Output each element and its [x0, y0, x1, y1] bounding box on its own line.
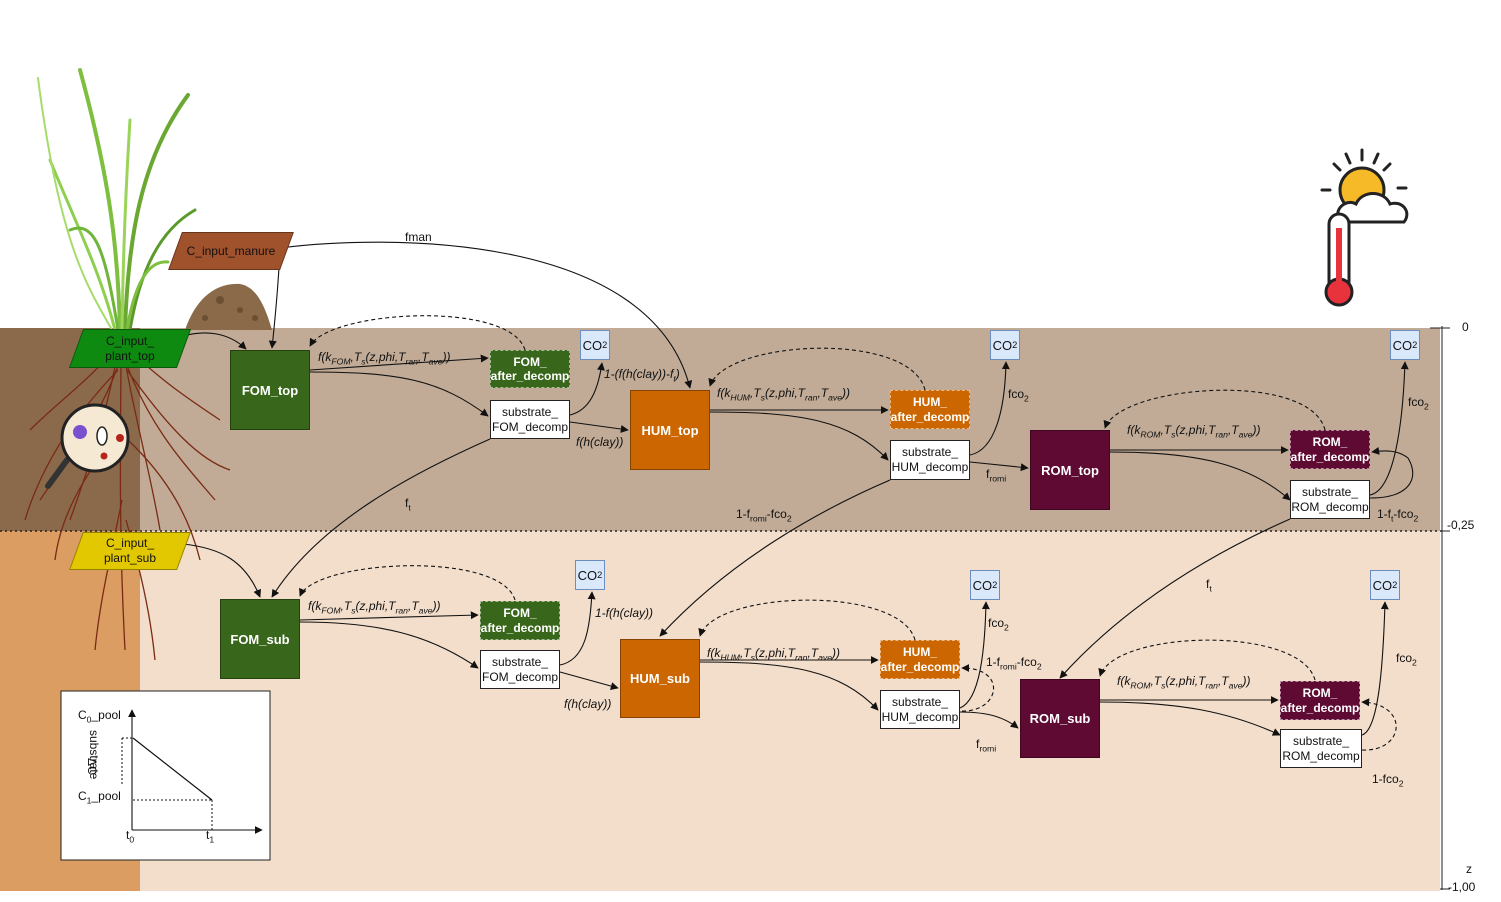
label-fco2-rom-sub: fco2 — [1396, 651, 1417, 668]
hum-sub-substrate-line1: substrate_ — [891, 694, 949, 709]
c-input-plant-sub-line2: plant_sub — [103, 551, 157, 565]
depth-tick-0: 0 — [1462, 320, 1469, 334]
c-input-plant-sub-label: C_input_ plant_sub — [76, 532, 184, 570]
fom-top-substrate-line1: substrate_ — [501, 404, 559, 419]
fom-top-after-line1: FOM_ — [513, 354, 547, 369]
depth-tick-100: -1,00 — [1448, 880, 1476, 894]
fom-top-substrate-line2: FOM_decomp — [491, 419, 569, 434]
rate-rom-top: f(kROM,Ts(z,phi,Tran,Tave)) — [1127, 423, 1261, 440]
hum-sub-pool: HUM_sub — [620, 639, 700, 718]
label-1-fromi-fco2-sub: 1-fromi-fco2 — [986, 655, 1042, 672]
c-input-manure-label: C_input_manure — [186, 243, 276, 258]
label-fco2-hum-sub: fco2 — [988, 616, 1009, 633]
label-fco2-hum-top: fco2 — [1008, 387, 1029, 404]
rate-fom-sub: f(kFOM,Ts(z,phi,Tran,Tave)) — [308, 599, 441, 616]
fom-top-substrate: substrate_ FOM_decomp — [490, 400, 570, 439]
rate-fom-top: f(kFOM,Ts(z,phi,Tran,Tave)) — [318, 350, 451, 367]
flow-arrows — [182, 241, 1414, 736]
hum-top-substrate-line1: substrate_ — [901, 445, 959, 459]
fom-top-pool: FOM_top — [230, 350, 310, 430]
label-1-fco2-rom-sub: 1-ffcoco2 — [1372, 772, 1404, 789]
rom-top-substrate-line1: substrate_ — [1301, 484, 1359, 499]
rom-sub-after-decomp: ROM_ after_decomp — [1280, 681, 1360, 720]
c-input-plant-top-label: C_input_ plant_top — [76, 329, 184, 368]
label-fromi-top: fromi — [986, 467, 1007, 484]
rom-sub-after-line2: after_decomp — [1280, 700, 1360, 715]
hum-sub-substrate: substrate_ HUM_decomp — [880, 690, 960, 729]
rom-top-after-decomp: ROM_ after_decomp — [1290, 430, 1370, 469]
manure-heap-icon — [185, 283, 272, 330]
inset-c0-pool: C0_pool — [78, 708, 121, 725]
label-fhclay-top: f(h(clay)) — [576, 435, 624, 449]
microbe-magnifier-icon — [45, 403, 130, 489]
inset-t1: t1 — [206, 828, 215, 845]
hum-top-after-line2: after_decomp — [890, 409, 970, 424]
c-input-plant-top-line1: C_input_ — [105, 333, 155, 348]
depth-tick-025: -0,25 — [1447, 518, 1475, 532]
c-input-plant-sub-line1: C_input_ — [105, 536, 155, 550]
fom-sub-after-line2: after_decomp — [480, 620, 560, 635]
label-ft-top: ft — [405, 496, 411, 513]
rom-sub-substrate: substrate_ ROM_decomp — [1280, 729, 1362, 768]
plant-icon — [37, 68, 197, 332]
fom-sub-after-line1: FOM_ — [503, 606, 537, 621]
fom-sub-pool: FOM_sub — [220, 599, 300, 679]
hum-top-after-line1: HUM_ — [912, 395, 947, 410]
hum-sub-after-decomp: HUM_ after_decomp — [880, 640, 960, 679]
label-fromi-sub: fromi — [976, 737, 997, 754]
hum-sub-after-line2: after_decomp — [880, 659, 960, 674]
rom-sub-pool: ROM_sub — [1020, 679, 1100, 758]
inset-c1-pool: C1_pool — [78, 789, 121, 806]
hum-top-pool: HUM_top — [630, 390, 710, 470]
hum-top-substrate-line2: HUM_decomp — [891, 460, 969, 474]
depth-axis — [1430, 326, 1450, 890]
rom-top-substrate: substrate_ ROM_decomp — [1290, 480, 1370, 519]
rom-sub-substrate-line1: substrate_ — [1292, 733, 1350, 748]
label-1-fhclay-sub: 1-f(h(clay)) — [595, 606, 654, 620]
inset-substrate: substrate — [87, 730, 101, 780]
fom-top-after-decomp: FOM_ after_decomp — [490, 350, 570, 388]
label-fhclay-sub: f(h(clay)) — [564, 697, 612, 711]
rom-sub-after-line1: ROM_ — [1302, 686, 1338, 701]
fom-sub-substrate-line1: substrate_ — [491, 654, 549, 669]
rom-top-after-line1: ROM_ — [1312, 435, 1348, 450]
hum-top-substrate: substrate_ HUM_decomp — [890, 440, 970, 480]
fom-sub-substrate-line2: FOM_decomp — [481, 669, 559, 684]
label-1-fh-ft-top: 1-(f(h(clay))-ft) — [604, 367, 680, 384]
fman-label: fman — [405, 230, 432, 244]
decomp-inset-graph — [60, 690, 271, 861]
label-1-fromi-fco2-top: 1-fromi-fco2 — [736, 507, 792, 524]
inset-t0: t0 — [126, 828, 135, 845]
hum-sub-after-line1: HUM_ — [902, 645, 937, 660]
feedback-arrows — [299, 315, 1397, 751]
rom-top-substrate-line2: ROM_decomp — [1291, 499, 1369, 514]
rom-top-after-line2: after_decomp — [1290, 449, 1370, 464]
rate-rom-sub: f(kROM,Ts(z,phi,Tran,Tave)) — [1117, 674, 1251, 691]
depth-axis-z: z — [1466, 862, 1472, 876]
rate-hum-top: f(kHUM,Ts(z,phi,Tran,Tave)) — [717, 386, 851, 403]
hum-sub-substrate-line2: HUM_decomp — [881, 709, 959, 724]
fom-sub-substrate: substrate_ FOM_decomp — [480, 650, 560, 689]
label-1-ft-fco2-top: 1-ft-fco2 — [1377, 507, 1419, 524]
weather-thermometer-icon — [1320, 148, 1409, 307]
fom-sub-after-decomp: FOM_ after_decomp — [480, 601, 560, 640]
hum-top-after-decomp: HUM_ after_decomp — [890, 390, 970, 429]
rom-sub-substrate-line2: ROM_decomp — [1282, 748, 1360, 763]
rate-hum-sub: f(kHUM,Ts(z,phi,Tran,Tave)) — [707, 646, 841, 663]
rom-top-pool: ROM_top — [1030, 430, 1110, 510]
c-input-plant-top-line2: plant_top — [105, 348, 155, 363]
label-ft-rom: ft — [1206, 577, 1212, 594]
label-fco2-rom-top: fco2 — [1408, 395, 1429, 412]
fom-top-after-line2: after_decomp — [490, 369, 570, 383]
